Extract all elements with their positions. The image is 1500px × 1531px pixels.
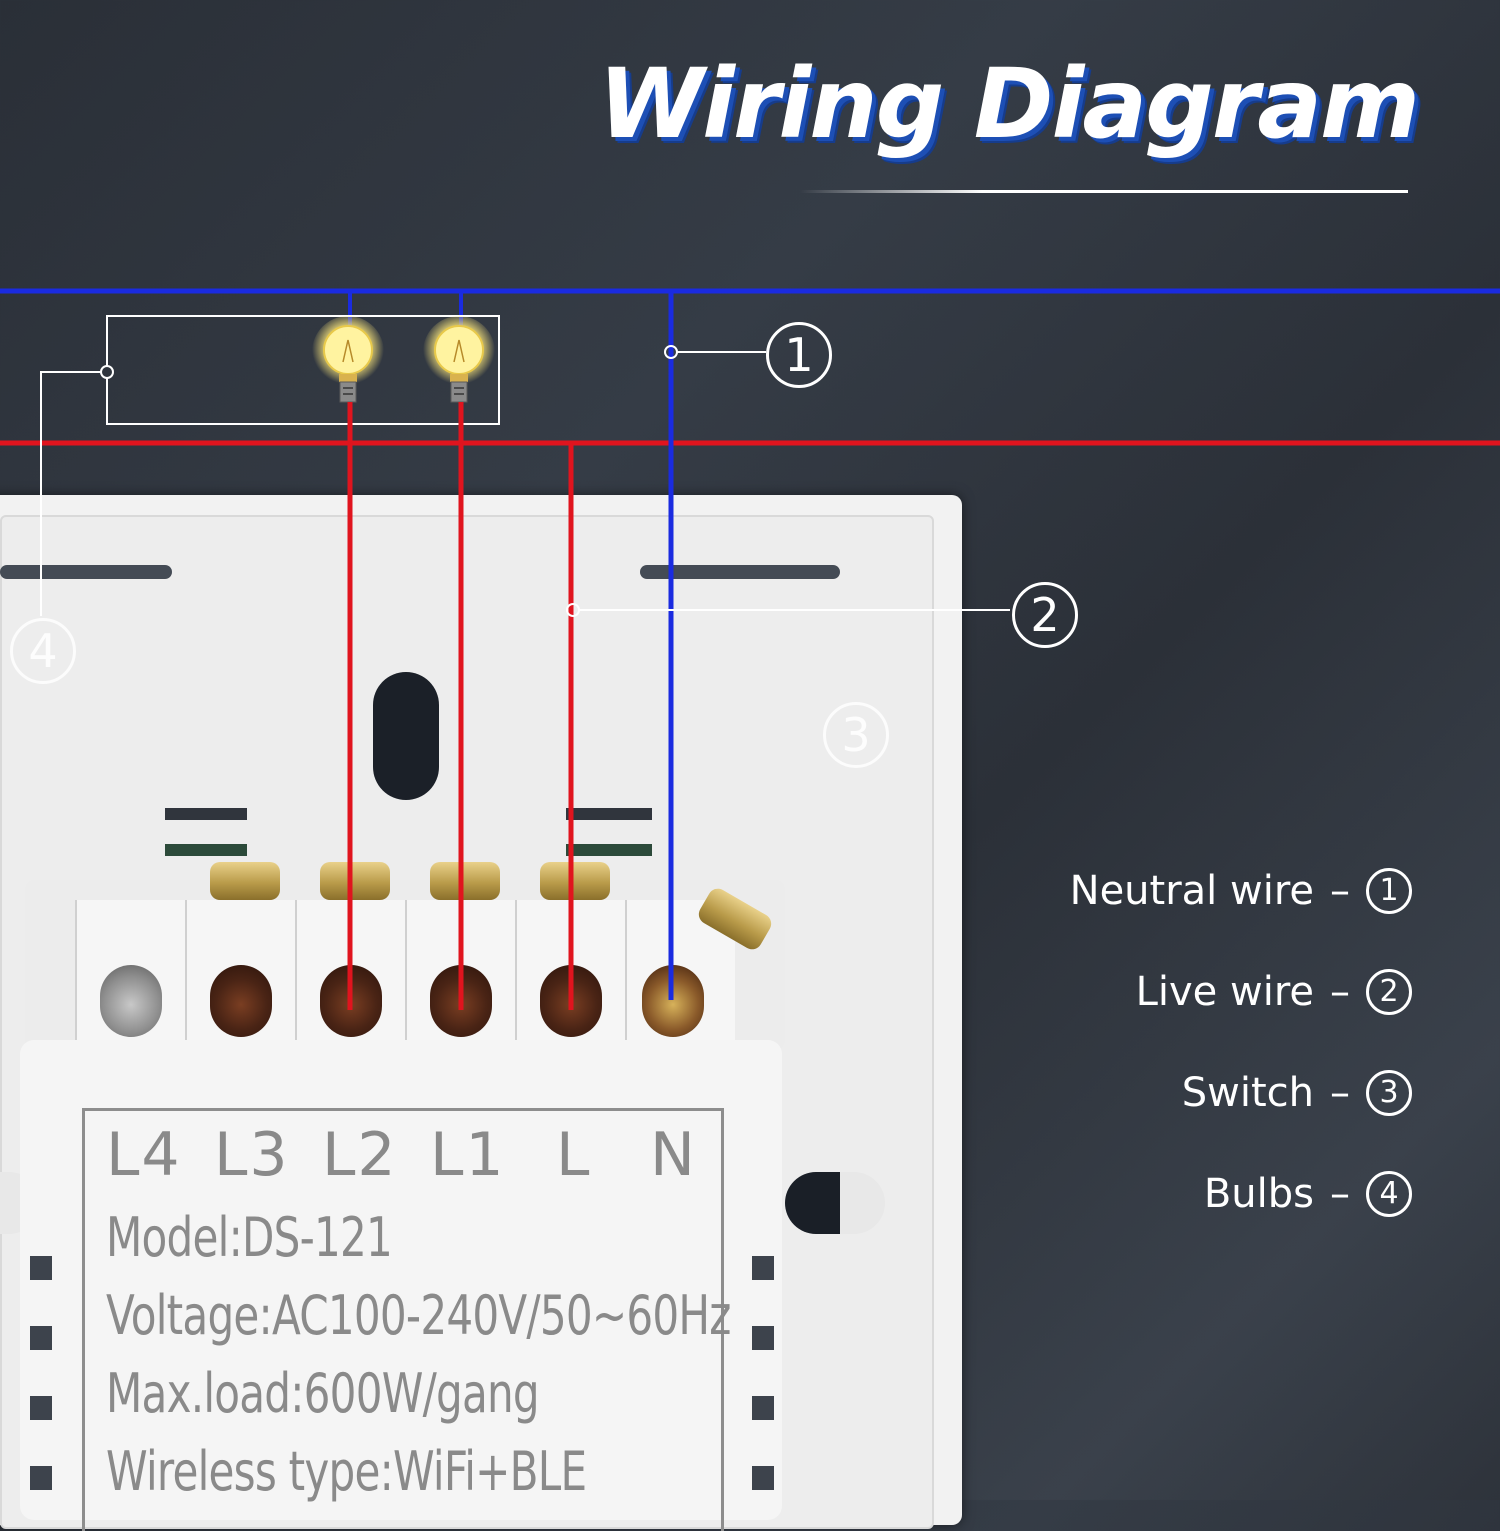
- legend-row-bulbs: Bulbs – 4: [1204, 1171, 1412, 1217]
- switch-label-panel: [20, 1040, 782, 1520]
- light-bulb-icon: [423, 316, 495, 403]
- spec-model: Model:DS-121: [106, 1206, 393, 1269]
- mounting-keyhole: [373, 672, 439, 800]
- callout-neutral: 1: [766, 322, 832, 388]
- terminal-label-l3: L3: [214, 1120, 290, 1190]
- terminal-label-l4: L4: [106, 1120, 182, 1190]
- callout-live: 2: [1012, 582, 1078, 648]
- vent-slot: [752, 1256, 774, 1280]
- legend-number: 3: [1366, 1070, 1412, 1116]
- indicator-mark: [165, 808, 247, 820]
- legend-dash: –: [1330, 969, 1350, 1015]
- spec-voltage: Voltage:AC100-240V/50~60Hz: [106, 1284, 731, 1347]
- vent-slot: [752, 1326, 774, 1350]
- callout-switch: 3: [823, 702, 889, 768]
- diagram-title: Wiring Diagram: [598, 48, 1420, 160]
- terminal-label-l2: L2: [322, 1120, 398, 1190]
- spec-max-load: Max.load:600W/gang: [106, 1362, 540, 1425]
- terminal-hole-l3: [210, 965, 272, 1037]
- title-underline: [800, 190, 1408, 193]
- legend-number: 2: [1366, 969, 1412, 1015]
- vent-slot: [30, 1466, 52, 1490]
- screw-hole-right: [785, 1172, 885, 1234]
- legend-label: Neutral wire: [1069, 868, 1314, 914]
- mounting-slot-left: [0, 565, 172, 579]
- leader-line-bulbs: [40, 371, 101, 616]
- legend-dash: –: [1330, 1171, 1350, 1217]
- mounting-slot-right: [640, 565, 840, 579]
- vent-slot: [30, 1256, 52, 1280]
- legend-dash: –: [1330, 868, 1350, 914]
- legend-label: Bulbs: [1203, 1171, 1314, 1217]
- legend-row-switch: Switch – 3: [1182, 1070, 1412, 1116]
- legend-number: 1: [1366, 868, 1412, 914]
- spec-wireless: Wireless type:WiFi+BLE: [106, 1440, 587, 1503]
- vent-slot: [752, 1466, 774, 1490]
- indicator-mark: [165, 844, 247, 856]
- callout-bulbs: 4: [10, 618, 76, 684]
- legend-label: Live wire: [1135, 969, 1314, 1015]
- terminal-label-l1: L1: [430, 1120, 506, 1190]
- vent-slot: [752, 1396, 774, 1420]
- legend-row-live: Live wire – 2: [1136, 969, 1412, 1015]
- light-bulb-icon: [312, 316, 384, 403]
- legend-number: 4: [1366, 1171, 1412, 1217]
- indicator-mark: [566, 808, 652, 820]
- vent-slot: [30, 1326, 52, 1350]
- leader-dot-bulbs: [100, 365, 114, 379]
- terminal-label-l: L: [556, 1120, 592, 1190]
- legend-row-neutral: Neutral wire – 1: [1070, 868, 1412, 914]
- terminal-screw-head: [210, 862, 280, 900]
- vent-slot: [30, 1396, 52, 1420]
- terminal-screw-head: [320, 862, 390, 900]
- legend-dash: –: [1330, 1070, 1350, 1116]
- indicator-mark: [566, 844, 652, 856]
- terminal-screw-head: [430, 862, 500, 900]
- switch-spec-box: [82, 1108, 724, 1531]
- legend-label: Switch: [1181, 1070, 1314, 1116]
- terminal-label-n: N: [650, 1120, 697, 1190]
- terminal-screw-head: [540, 862, 610, 900]
- wiring-overlay: [0, 288, 1500, 1010]
- terminal-hole-l4: [100, 965, 162, 1037]
